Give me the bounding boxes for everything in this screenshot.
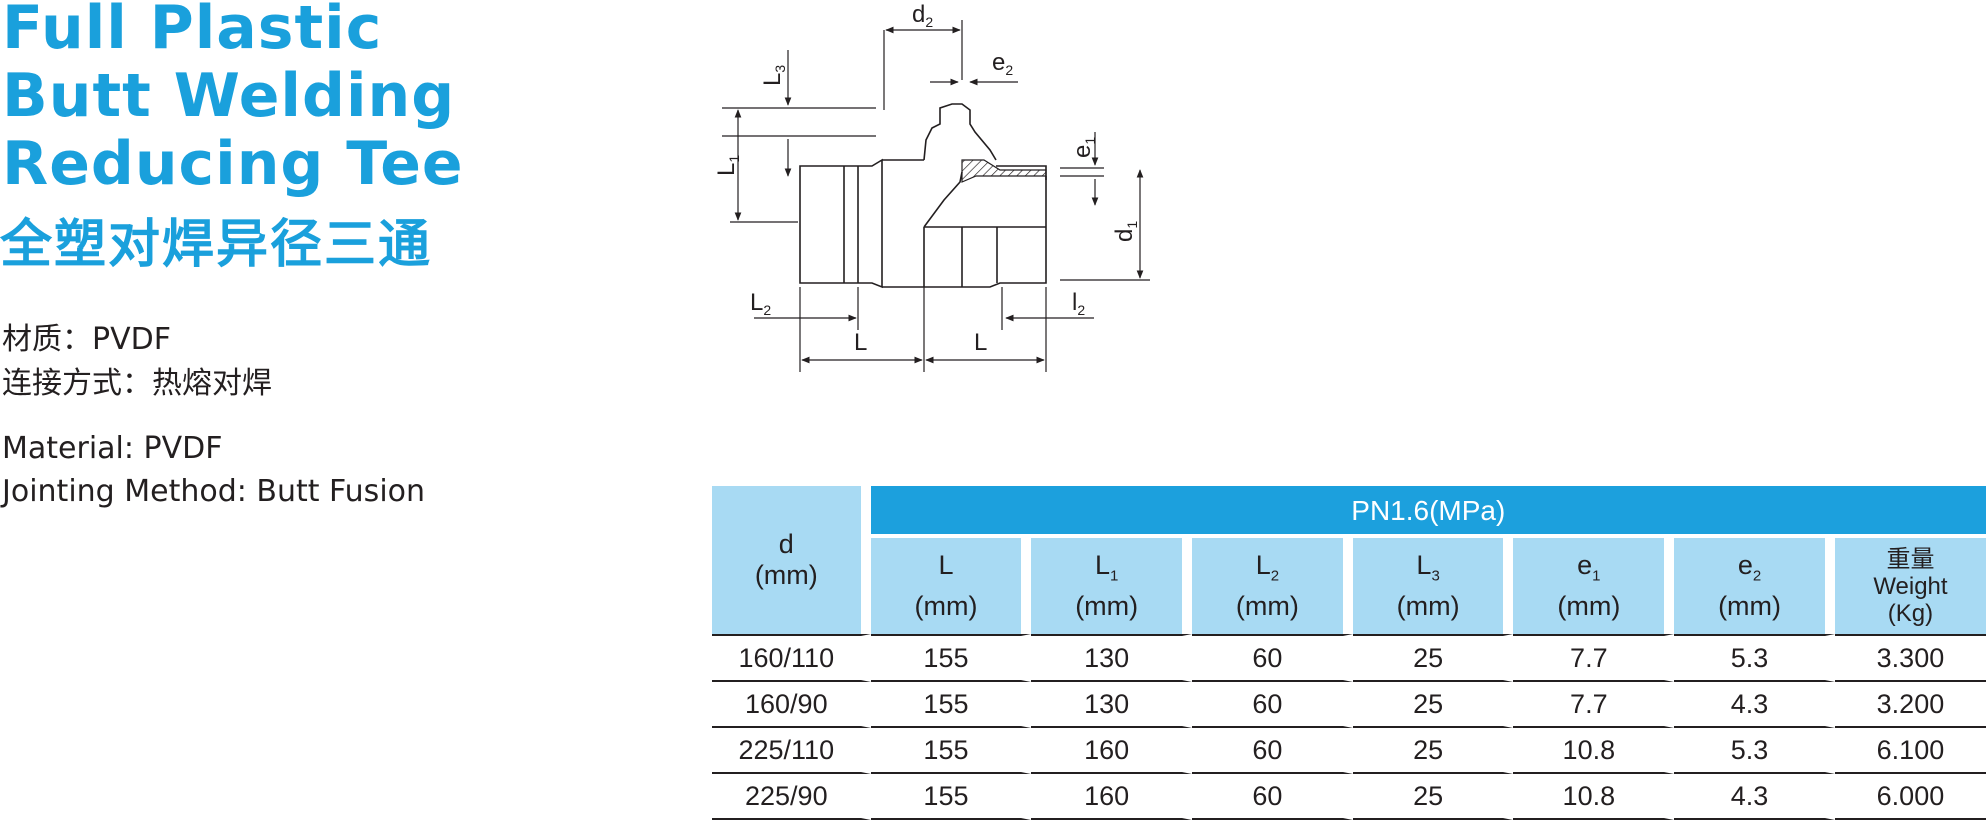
table-cell: 5.3 — [1674, 634, 1835, 682]
table-cell: 130 — [1031, 634, 1193, 682]
table-cell: 10.8 — [1513, 728, 1675, 774]
header-e2: e2(mm) — [1674, 534, 1835, 634]
table-cell: 25 — [1352, 774, 1514, 820]
table-cell: 60 — [1192, 774, 1353, 820]
table-cell: 3.300 — [1834, 634, 1986, 682]
table-cell: 25 — [1352, 728, 1514, 774]
table-cell: 160/110 — [712, 634, 871, 682]
wall-hatch — [961, 159, 1047, 183]
table-cell: 60 — [1192, 728, 1353, 774]
table-cell: 225/90 — [712, 774, 871, 820]
label-e1: e1 — [1069, 137, 1098, 158]
table-cell: 10.8 — [1513, 774, 1675, 820]
table-cell: 130 — [1031, 682, 1193, 728]
table-cell: 155 — [870, 634, 1032, 682]
table-cell: 6.100 — [1834, 728, 1986, 774]
header-pressure: PN1.6(MPa) — [870, 486, 1986, 534]
table-cell: 6.000 — [1834, 774, 1986, 820]
table-cell: 25 — [1352, 682, 1514, 728]
title-line-3: Reducing Tee — [2, 129, 464, 199]
product-title: Full Plastic Butt Welding Reducing Tee — [2, 0, 464, 198]
product-title-cn: 全塑对焊异径三通 — [0, 215, 433, 275]
material-en: Material: PVDF — [2, 431, 223, 466]
table-cell: 160 — [1031, 774, 1193, 820]
header-d: d (mm) — [712, 486, 871, 634]
spec-table: d (mm) PN1.6(MPa) L(mm) L1(mm) L2(mm) L3… — [712, 486, 1986, 820]
tee-dimension-diagram: d2 e2 L3 L1 e1 d1 L2 l2 L L — [713, 1, 1150, 372]
dimension-lines — [722, 20, 1150, 372]
title-line-1: Full Plastic — [2, 0, 383, 63]
label-L-right: L — [974, 329, 987, 356]
table-cell: 4.3 — [1674, 774, 1835, 820]
tee-outline — [799, 103, 1047, 289]
header-d-label: d — [778, 529, 794, 559]
table-cell: 3.200 — [1834, 682, 1986, 728]
label-e2: e2 — [992, 49, 1013, 78]
header-weight-cn: 重量 — [1886, 545, 1935, 573]
material-cn: 材质：PVDF — [2, 322, 171, 357]
header-L: L(mm) — [870, 534, 1032, 634]
table-cell: 4.3 — [1674, 682, 1835, 728]
table-cell: 155 — [870, 774, 1032, 820]
header-weight-en: Weight — [1873, 572, 1948, 600]
header-e1: e1(mm) — [1513, 534, 1675, 634]
label-d2: d2 — [912, 1, 933, 30]
table-cell: 160 — [1031, 728, 1193, 774]
label-L-left: L — [854, 329, 867, 356]
jointing-method-cn: 连接方式：热熔对焊 — [2, 366, 272, 401]
header-d-unit: (mm) — [754, 560, 818, 590]
table-cell: 160/90 — [712, 682, 871, 728]
header-weight-unit: (Kg) — [1887, 599, 1934, 627]
table-cell: 7.7 — [1513, 682, 1675, 728]
table-cell: 60 — [1192, 634, 1353, 682]
header-L1: L1(mm) — [1031, 534, 1193, 634]
label-l2: l2 — [1072, 289, 1085, 318]
label-L2: L2 — [750, 289, 771, 318]
diagram-labels: d2 e2 L3 L1 e1 d1 L2 l2 L L — [713, 1, 1140, 356]
table-cell: 225/110 — [712, 728, 871, 774]
jointing-method-en: Jointing Method: Butt Fusion — [2, 474, 426, 509]
table-cell: 7.7 — [1513, 634, 1675, 682]
table-cell: 5.3 — [1674, 728, 1835, 774]
table-cell: 60 — [1192, 682, 1353, 728]
table-cell: 155 — [870, 682, 1032, 728]
table-cell: 25 — [1352, 634, 1514, 682]
label-L1: L1 — [713, 155, 742, 176]
header-L3: L3(mm) — [1352, 534, 1514, 634]
header-weight: 重量 Weight (Kg) — [1834, 534, 1986, 634]
table-cell: 155 — [870, 728, 1032, 774]
title-line-2: Butt Welding — [2, 61, 456, 131]
label-L3: L3 — [759, 65, 788, 86]
label-d1: d1 — [1111, 221, 1140, 242]
header-L2: L2(mm) — [1192, 534, 1353, 634]
